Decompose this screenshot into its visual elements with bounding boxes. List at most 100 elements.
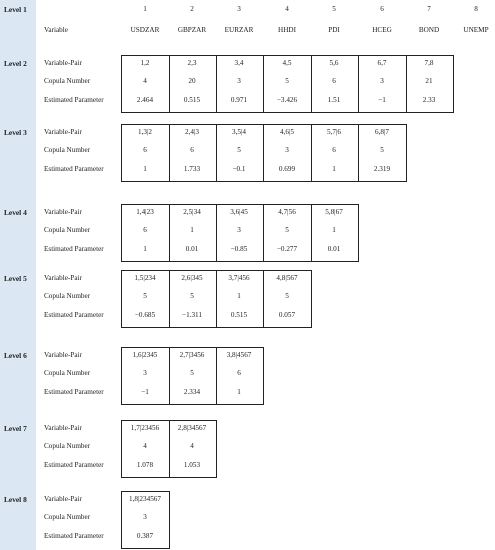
table-cell: 0.01 (185, 244, 199, 253)
grid-cell (216, 271, 264, 328)
table-cell: 5,7|6 (326, 128, 342, 136)
table-cell: 2.464 (136, 95, 154, 104)
table-cell: −1 (378, 95, 386, 104)
level-grid (121, 347, 264, 405)
table-cell: 4 (143, 77, 147, 86)
table-cell: 5,8|67 (325, 208, 343, 216)
row-label: Copula Number (44, 513, 91, 522)
table-cell: 6 (143, 146, 147, 155)
table-cell: 0.971 (230, 95, 248, 104)
table-cell: 3 (380, 77, 384, 86)
table-cell: 2,3 (187, 59, 197, 67)
table-cell: 5 (380, 146, 384, 155)
variable-name: UNEMP (463, 26, 489, 34)
table-cell: 4,6|5 (279, 128, 295, 136)
row-label: Estimated Parameter (44, 387, 104, 396)
grid-cell (169, 421, 217, 478)
variable-number: 7 (427, 5, 431, 13)
table-cell: 1 (237, 387, 241, 396)
grid-cell (122, 348, 170, 405)
table-cell: 5,6 (329, 59, 339, 67)
row-label: Copula Number (44, 77, 91, 86)
grid-cell (264, 271, 312, 328)
row-label: Estimated Parameter (44, 531, 104, 540)
table-cell: 5 (285, 77, 289, 86)
row-label: Copula Number (44, 146, 91, 155)
grid-cell (122, 56, 170, 113)
table-cell: 5 (190, 369, 194, 378)
grid-cell (311, 56, 359, 113)
table-cell: 3 (143, 513, 147, 522)
row-label: Estimated Parameter (44, 95, 104, 104)
table-cell: 3 (285, 146, 289, 155)
row-label: Copula Number (44, 226, 91, 235)
variable-number: 3 (237, 5, 241, 13)
row-label: Variable-Pair (44, 208, 82, 216)
level-title: Level 1 (4, 5, 27, 14)
table-cell: 1,2 (140, 59, 150, 67)
grid-cell (169, 56, 217, 113)
level-title: Level 6 (4, 351, 27, 360)
table-cell: 1,3|2 (137, 128, 153, 136)
table-cell: −0.685 (134, 310, 156, 319)
table-cell: 5 (190, 292, 194, 301)
table-cell: 1,5|234 (134, 274, 156, 282)
level-grid (121, 420, 217, 478)
table-cell: 1.51 (327, 95, 341, 104)
row-label: Variable-Pair (44, 495, 82, 503)
level-title: Level 5 (4, 274, 27, 283)
grid-cell (359, 125, 407, 182)
table-cell: 1.733 (183, 164, 201, 173)
table-cell: 3,6|45 (230, 208, 248, 216)
table-cell: 5 (143, 292, 147, 301)
table-cell: 2,5|34 (183, 208, 201, 216)
table-cell: −1 (141, 387, 149, 396)
variable-name: HCEG (372, 26, 392, 34)
table-cell: 2,4|3 (184, 128, 200, 136)
variable-number: 4 (285, 5, 289, 13)
table-cell: 2.334 (183, 387, 201, 396)
table-cell: 6 (143, 226, 147, 235)
table-cell: 6 (190, 146, 194, 155)
table-cell: 6,8|7 (374, 128, 390, 136)
table-cell: 1,6|2345 (132, 351, 158, 359)
grid-cell (169, 205, 217, 262)
grid-cell (359, 56, 407, 113)
table-cell: −0.85 (230, 244, 248, 253)
level-title: Level 4 (4, 208, 27, 217)
table-cell: 4,8|567 (276, 274, 298, 282)
table-cell: −0.277 (276, 244, 298, 253)
variable-number: 5 (332, 5, 336, 13)
table-cell: 5 (237, 146, 241, 155)
level-grid (121, 491, 170, 549)
variable-number: 6 (380, 5, 384, 13)
row-label: Estimated Parameter (44, 164, 104, 173)
row-label: Variable-Pair (44, 274, 82, 282)
table-cell: 5 (285, 226, 289, 235)
table-cell: 6,7 (377, 59, 387, 67)
table-cell: 3 (237, 226, 241, 235)
grid-cell (406, 56, 454, 113)
level-title: Level 7 (4, 424, 27, 433)
grid-cell (169, 271, 217, 328)
table-cell: 2.33 (422, 95, 436, 104)
table-cell: 3,8|4567 (226, 351, 252, 359)
row-label: Copula Number (44, 292, 91, 301)
grid-cell (122, 125, 170, 182)
table-cell: 1 (143, 164, 147, 173)
table-cell: 1 (190, 226, 194, 235)
level-column-shading (0, 0, 36, 550)
table-cell: 2,8|34567 (177, 424, 207, 432)
table-cell: 6 (237, 369, 241, 378)
row-label: Variable-Pair (44, 424, 82, 432)
table-cell: 4,5 (282, 59, 292, 67)
table-cell: 1,4|23 (136, 208, 154, 216)
table-cell: 2,7|3456 (179, 351, 205, 359)
grid-cell (264, 125, 312, 182)
grid-cell (216, 56, 264, 113)
table-cell: 0.699 (278, 164, 296, 173)
grid-cell (216, 205, 264, 262)
table-cell: 1,7|23456 (130, 424, 160, 432)
table-cell: 0.01 (327, 244, 341, 253)
row-label: Estimated Parameter (44, 460, 104, 469)
